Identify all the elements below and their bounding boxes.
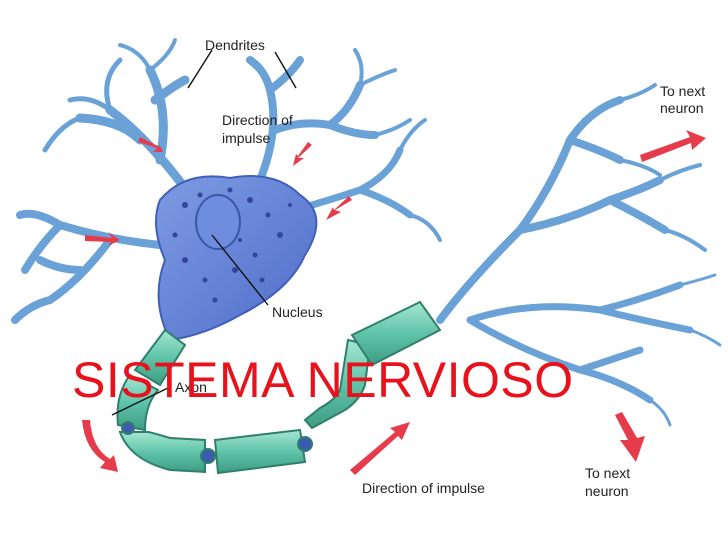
arrow-icon	[293, 142, 312, 166]
axon	[116, 300, 442, 475]
arrow-icon	[85, 232, 120, 246]
label-to-next-neuron-top-line2: neuron	[660, 100, 704, 116]
arrow-icon	[138, 137, 163, 152]
label-direction-of-impulse-top-line1: Direction of	[222, 112, 293, 128]
label-to-next-neuron-bottom-line1: To next	[585, 465, 631, 481]
arrow-icon	[82, 420, 118, 472]
arrow-icon	[350, 422, 410, 475]
label-direction-of-impulse-bottom: Direction of impulse	[362, 480, 485, 496]
arrow-icon	[640, 130, 706, 162]
arrow-icon	[615, 412, 645, 462]
leader-lines	[111, 49, 297, 416]
label-direction-of-impulse-top-line2: impulse	[222, 130, 271, 146]
nucleus	[195, 194, 241, 250]
label-to-next-neuron-bottom-line2: neuron	[585, 483, 629, 499]
axon-terminals	[436, 83, 722, 427]
arrow-icon	[326, 196, 352, 220]
label-nucleus: Nucleus	[272, 304, 323, 320]
label-axon: Axon	[175, 379, 207, 395]
label-dendrites: Dendrites	[205, 37, 265, 53]
label-to-next-neuron-top-line1: To next	[660, 83, 706, 99]
slide-title: SISTEMA NERVIOSO	[72, 352, 574, 408]
impulse-arrows	[82, 130, 706, 475]
nissl-bodies	[172, 187, 292, 303]
